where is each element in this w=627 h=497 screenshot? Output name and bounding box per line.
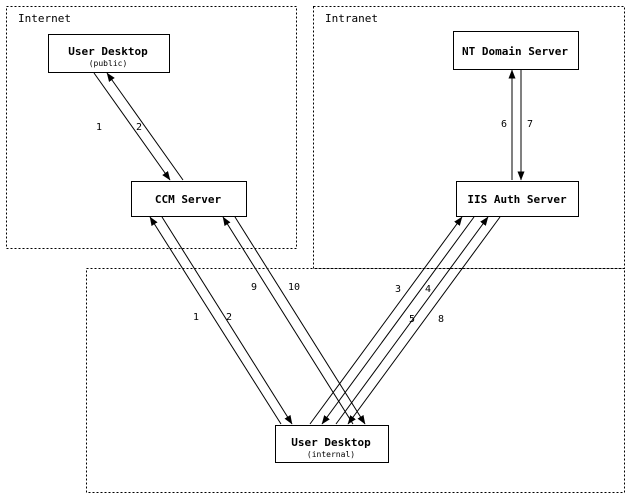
flow-line-f1b-internal-to-ccm [149,216,282,425]
flow-step-label-f3-internal-to-iis: 3 [395,284,401,295]
flow-step-label-f4-iis-to-internal: 4 [425,284,431,295]
node-ccm-server[interactable]: CCM Server [131,181,247,217]
node-box-user-desktop-public[interactable] [48,34,170,73]
flow-line-f1-public-to-ccm [93,72,171,181]
flow-step-label-f10-ccm-to-internal: 10 [288,282,300,293]
flow-step-label-f6-iis-to-nt: 6 [501,119,507,130]
flow-line-f9-internal-to-ccm [222,216,354,425]
flow-step-label-f9-internal-to-ccm: 9 [251,282,257,293]
node-box-iis-auth-server[interactable] [456,181,579,217]
node-box-nt-domain-server[interactable] [453,31,579,70]
node-box-user-desktop-internal[interactable] [275,425,389,463]
flow-labels-layer: 1 2 1 2 9 10 3 4 5 8 6 7 [96,119,533,325]
zone-label-intranet: Intranet [325,12,378,25]
flow-step-label-f2-ccm-to-public: 2 [136,122,142,133]
node-box-ccm-server[interactable] [131,181,247,217]
zone-boundary-intranet [313,6,625,269]
zone-label-internet: Internet [18,12,71,25]
flow-line-f2b-ccm-to-internal [161,216,293,425]
node-subtitle-user-desktop-internal: (internal) [307,450,355,459]
node-user-desktop-internal[interactable]: User Desktop(internal) [275,425,389,463]
flow-line-f10-ccm-to-internal [234,216,366,425]
node-iis-auth-server[interactable]: IIS Auth Server [456,181,579,217]
node-nt-domain-server[interactable]: NT Domain Server [453,31,579,70]
flow-line-f2-ccm-to-public [106,72,184,181]
zone-boundary-internal [86,268,625,493]
node-title-ccm-server: CCM Server [155,193,222,206]
flow-line-f4-iis-to-internal [321,216,475,425]
zone-boundary-internet [6,6,297,249]
flow-step-label-f5-internal-to-iis: 5 [409,314,415,325]
flow-line-f5-internal-to-iis [335,216,489,425]
zones-layer: Internet Intranet [6,6,625,493]
node-title-iis-auth-server: IIS Auth Server [467,193,567,206]
flow-step-label-f1b-internal-to-ccm: 1 [193,312,199,323]
node-user-desktop-public[interactable]: User Desktop(public) [48,34,170,73]
node-subtitle-user-desktop-public: (public) [89,59,128,68]
flow-line-f3-internal-to-iis [309,216,463,425]
flow-step-label-f1-public-to-ccm: 1 [96,122,102,133]
flow-line-f8-iis-to-internal [347,216,501,425]
flow-step-label-f7-nt-to-iis: 7 [527,119,533,130]
flows-layer [93,69,525,425]
node-title-nt-domain-server: NT Domain Server [462,45,568,58]
flow-step-label-f8-iis-to-internal: 8 [438,314,444,325]
node-title-user-desktop-public: User Desktop [68,45,148,58]
node-title-user-desktop-internal: User Desktop [291,436,371,449]
flow-step-label-f2b-ccm-to-internal: 2 [226,312,232,323]
